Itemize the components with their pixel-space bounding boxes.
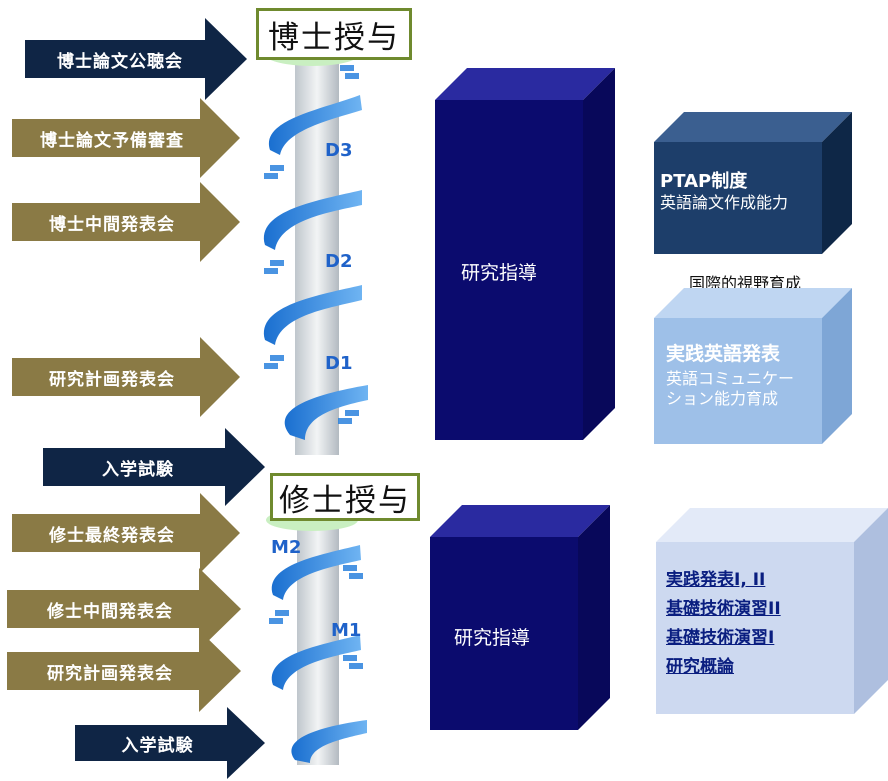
year-label-d1: D1 <box>325 353 353 374</box>
event-label: 修士中間発表会 <box>47 601 173 622</box>
master-award-label: 修士授与 <box>270 473 420 521</box>
event-label: 博士論文予備審査 <box>40 130 184 151</box>
event-arrow-master-research-plan: 研究計画発表会 <box>7 630 241 712</box>
year-label-d3: D3 <box>325 140 353 161</box>
event-arrow-doctoral-research-plan: 研究計画発表会 <box>12 337 240 417</box>
course-link-basic-tech-seminar-2[interactable]: 基礎技術演習II <box>666 599 781 619</box>
ptap-subtitle: 英語論文作成能力 <box>660 193 789 213</box>
practical-english-title: 実践英語発表 <box>666 343 781 365</box>
event-arrow-master-entrance-exam: 入学試験 <box>75 707 265 779</box>
event-label: 研究計画発表会 <box>49 369 175 390</box>
master-research-guidance-box: 研究指導 <box>430 505 610 730</box>
event-label: 研究計画発表会 <box>47 663 173 684</box>
practical-english-cube: 実践英語発表 英語コミュニケー ション能力育成 <box>654 288 852 444</box>
master-courses-cube <box>656 508 888 714</box>
event-label: 博士論文公聴会 <box>57 51 183 72</box>
event-arrow-master-final: 修士最終発表会 <box>12 493 240 573</box>
practical-english-sub-line2: ション能力育成 <box>666 389 779 409</box>
ptap-system-cube: PTAP制度 英語論文作成能力 <box>654 112 852 254</box>
course-link-basic-tech-seminar-1[interactable]: 基礎技術演習I <box>666 628 775 648</box>
research-guidance-label: 研究指導 <box>454 627 531 649</box>
event-arrow-doctoral-midterm: 博士中間発表会 <box>12 182 240 262</box>
course-link-practical-presentation[interactable]: 実践発表I, II <box>666 570 766 590</box>
year-label-m1: M1 <box>331 620 362 641</box>
master-spiral-staircase <box>269 510 367 765</box>
event-arrow-dissertation-preliminary-review: 博士論文予備審査 <box>12 98 240 178</box>
doctoral-research-guidance-box: 研究指導 <box>435 68 615 440</box>
event-label: 入学試験 <box>102 459 174 480</box>
event-arrow-doctoral-entrance-exam: 入学試験 <box>43 428 265 506</box>
practical-english-sub-line1: 英語コミュニケー <box>666 368 795 388</box>
course-link-research-overview[interactable]: 研究概論 <box>666 657 734 677</box>
ptap-title: PTAP制度 <box>660 171 748 192</box>
event-arrow-master-midterm: 修士中間発表会 <box>7 568 241 650</box>
master-course-list: 実践発表I, II 基礎技術演習II 基礎技術演習I 研究概論 <box>666 566 781 682</box>
year-label-m2: M2 <box>271 537 302 558</box>
event-label: 修士最終発表会 <box>49 525 175 546</box>
doctoral-award-label: 博士授与 <box>256 8 412 60</box>
event-arrow-dissertation-defense: 博士論文公聴会 <box>25 18 247 100</box>
year-label-d2: D2 <box>325 251 353 272</box>
research-guidance-label: 研究指導 <box>461 262 538 284</box>
event-label: 博士中間発表会 <box>49 214 175 235</box>
doctoral-spiral-staircase <box>263 50 368 455</box>
event-label: 入学試験 <box>121 735 194 756</box>
